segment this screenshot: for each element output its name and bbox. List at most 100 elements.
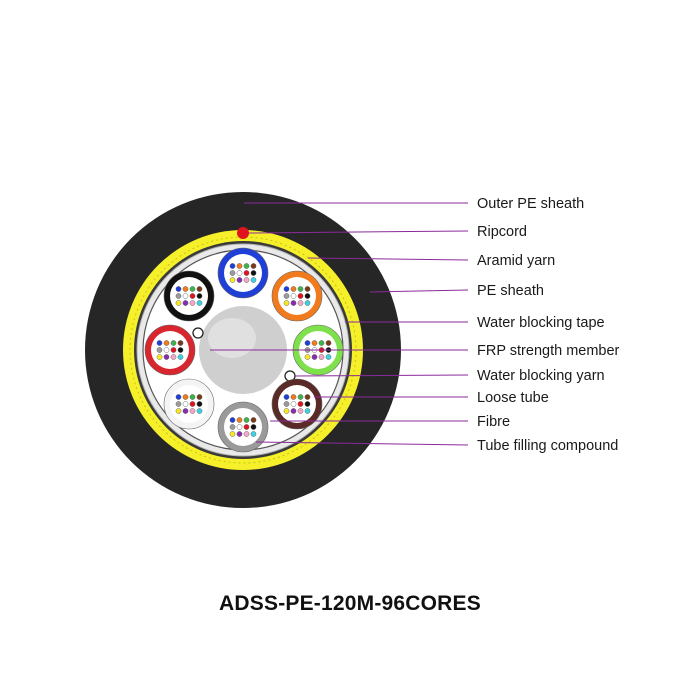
- fibre: [325, 340, 332, 346]
- fibre: [243, 270, 250, 276]
- fibre: [196, 286, 203, 292]
- fibre: [236, 277, 243, 283]
- fibre: [177, 340, 184, 346]
- fibre: [297, 394, 304, 400]
- fibre: [175, 293, 182, 299]
- fibre: [283, 408, 290, 414]
- fibre: [290, 300, 297, 306]
- fibre: [189, 394, 196, 400]
- fibre: [182, 401, 189, 407]
- fibre: [297, 408, 304, 414]
- fibre: [196, 300, 203, 306]
- fibre: [297, 300, 304, 306]
- fibre: [189, 293, 196, 299]
- fibre: [182, 300, 189, 306]
- fibre: [236, 431, 243, 437]
- leader-line: [255, 441, 469, 446]
- loose-tube: [217, 247, 269, 299]
- fibre: [304, 394, 311, 400]
- callout-label: Water blocking yarn: [477, 368, 605, 384]
- fibre: [250, 417, 257, 423]
- leader-line: [248, 230, 469, 234]
- fibre: [236, 263, 243, 269]
- fibre: [318, 354, 325, 360]
- fibre: [325, 354, 332, 360]
- loose-tube: [271, 270, 323, 322]
- fibre: [175, 408, 182, 414]
- callout-label: Loose tube: [477, 390, 549, 406]
- fibre: [290, 286, 297, 292]
- fibre: [250, 424, 257, 430]
- fibre: [304, 293, 311, 299]
- fibre: [163, 340, 170, 346]
- callout-label: PE sheath: [477, 283, 544, 299]
- fibre: [175, 401, 182, 407]
- fibre: [297, 293, 304, 299]
- fibre: [156, 340, 163, 346]
- fibre: [182, 394, 189, 400]
- fibre: [297, 286, 304, 292]
- fibre: [175, 394, 182, 400]
- callout-label: Tube filling compound: [477, 438, 618, 454]
- fibre: [311, 340, 318, 346]
- ripcord: [237, 227, 249, 239]
- fibre: [156, 347, 163, 353]
- fibre: [304, 408, 311, 414]
- loose-tube: [144, 324, 196, 376]
- fibre: [163, 347, 170, 353]
- callout-label: FRP strength member: [477, 343, 620, 359]
- frp-highlight: [208, 318, 256, 358]
- tube-filling-compound: [170, 385, 208, 423]
- fibre: [177, 354, 184, 360]
- fibre: [229, 270, 236, 276]
- fibre: [182, 286, 189, 292]
- fibre: [189, 401, 196, 407]
- fibre: [283, 300, 290, 306]
- fibre: [182, 293, 189, 299]
- fibre: [304, 354, 311, 360]
- fibre: [175, 300, 182, 306]
- callout-label: Fibre: [477, 414, 510, 430]
- fibre: [170, 354, 177, 360]
- loose-tube: [271, 378, 323, 430]
- fibre: [250, 263, 257, 269]
- fibre: [236, 424, 243, 430]
- fibre: [196, 394, 203, 400]
- fibre: [290, 408, 297, 414]
- fibre: [170, 347, 177, 353]
- leader-line: [369, 289, 469, 293]
- fibre: [283, 401, 290, 407]
- fibre: [304, 300, 311, 306]
- fibre: [290, 401, 297, 407]
- fibre: [290, 293, 297, 299]
- fibre: [229, 263, 236, 269]
- fibre: [196, 293, 203, 299]
- fibre: [243, 417, 250, 423]
- fibre: [177, 347, 184, 353]
- fibre: [189, 286, 196, 292]
- fibre: [283, 293, 290, 299]
- fibre: [236, 270, 243, 276]
- tube-filling-compound: [170, 277, 208, 315]
- fibre: [304, 340, 311, 346]
- fibre: [311, 354, 318, 360]
- fibre: [304, 401, 311, 407]
- fibre: [229, 424, 236, 430]
- fibre: [283, 286, 290, 292]
- callout-label: Ripcord: [477, 224, 527, 240]
- fibre: [250, 431, 257, 437]
- fibre: [318, 340, 325, 346]
- fibre: [196, 401, 203, 407]
- tube-filling-compound: [151, 331, 189, 369]
- fibre: [229, 417, 236, 423]
- callout-label: Aramid yarn: [477, 253, 555, 269]
- fibre: [243, 431, 250, 437]
- loose-tube: [163, 270, 215, 322]
- callout-label: Outer PE sheath: [477, 196, 584, 212]
- fibre: [236, 417, 243, 423]
- fibre: [250, 270, 257, 276]
- leader-line: [307, 257, 469, 261]
- water-blocking-yarn: [192, 327, 204, 339]
